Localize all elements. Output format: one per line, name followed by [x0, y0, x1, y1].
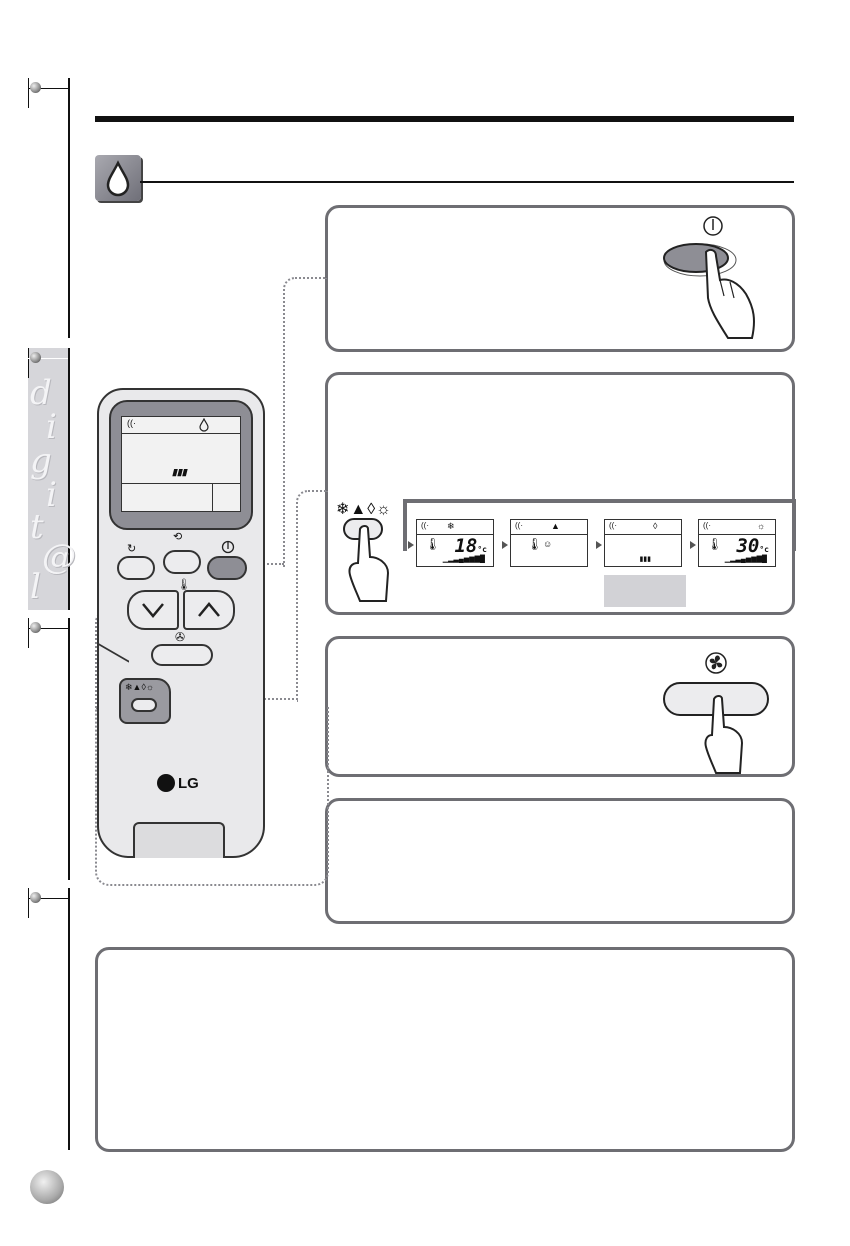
lg-logo-icon [157, 774, 175, 792]
fan-level-bars: ▁▂▃▄▅▆▇█ [442, 556, 485, 563]
mode-button-housing: ❄▲◊☼ [119, 678, 171, 724]
side-strip-3 [28, 618, 70, 880]
thermometer-icon: 🌡 [425, 537, 441, 551]
side-deco-letter: i [46, 407, 57, 447]
chevron-up-icon [198, 602, 220, 617]
airflow-button[interactable] [163, 550, 201, 574]
drop-mode-badge [95, 155, 141, 201]
dry-mode-highlight [604, 575, 686, 607]
signal-icon: ((· [515, 521, 523, 530]
lcd-temperature: 18°c [454, 535, 487, 557]
lcd-screen-heat: ((· ☼ 🌡 30°c ▁▂▃▄▅▆▇█ [698, 519, 776, 567]
side-deco-letter: @ [42, 537, 76, 577]
side-strip-4 [28, 888, 70, 1150]
sun-icon: ☼ [757, 521, 766, 531]
lcd-screen-cool: ((· ❄ 🌡 18°c ▁▂▃▄▅▆▇█ [416, 519, 494, 567]
lcd-screen-dry: ((· ◊ ▮▮▮ [604, 519, 682, 567]
step-panel-4 [325, 798, 795, 924]
registration-mark-icon [30, 82, 41, 93]
drop-icon: ◊ [653, 521, 658, 531]
page-number-badge [30, 1170, 64, 1204]
snowflake-icon: ❄ [447, 521, 455, 531]
side-deco-letter: g [30, 441, 52, 481]
lcd-temperature: 30°c [736, 535, 769, 557]
side-strip-1 [28, 78, 70, 338]
remote-control: ((· ▮▮▮ ↻ ⟲ 🌡 ✇ ❄▲◊☼ LG [97, 388, 265, 858]
connector-mode [296, 490, 328, 702]
remote-screen-frame: ((· ▮▮▮ [109, 400, 253, 530]
remote-lcd: ((· ▮▮▮ [121, 416, 241, 512]
swing-button[interactable] [117, 556, 155, 580]
side-deco-letter: t [30, 507, 44, 547]
fan-icon: ✇ [175, 630, 186, 644]
drop-icon [106, 160, 130, 197]
power-button-hand-illustration [663, 216, 755, 339]
header-rule [95, 116, 794, 122]
step-panel-power [325, 205, 795, 352]
connector-fan [95, 707, 329, 886]
signal-icon: ((· [609, 521, 617, 530]
side-strip-2: d i g i t @ l [28, 348, 76, 610]
battery-cover [133, 822, 225, 858]
mode-symbols-label: ❄▲◊☼ [336, 501, 392, 518]
swing-icon: ↻ [127, 543, 137, 555]
fan-icon [705, 652, 727, 674]
note-panel [95, 947, 795, 1152]
lcd-screen-auto: ((· ▲ 🌡 ☺ [510, 519, 588, 567]
step-panel-mode: ❄▲◊☼ ((· ❄ 🌡 18°c ▁▂▃▄▅▆▇█ ((· ▲ 🌡 ☺ ((·… [325, 372, 796, 615]
power-button[interactable] [207, 556, 247, 580]
registration-mark-icon [30, 892, 41, 903]
fan-button-hand-illustration [663, 652, 769, 774]
signal-icon: ((· [421, 521, 429, 530]
mode-cycle-bracket [403, 499, 796, 551]
side-deco-letter: l [30, 567, 41, 607]
temp-up-button[interactable] [183, 590, 235, 630]
mode-button-hand-illustration [343, 518, 390, 602]
auto-mode-icon: ▲ [551, 521, 560, 531]
smiley-icon: ☺ [543, 539, 553, 549]
lg-logo-text: LG [178, 774, 199, 792]
fan-speed-button[interactable] [151, 644, 213, 666]
step-panel-fan [325, 636, 795, 777]
connector-power [283, 277, 327, 567]
signal-icon: ((· [703, 521, 711, 530]
mode-button[interactable] [131, 698, 157, 712]
airflow-icon: ⟲ [173, 531, 183, 543]
chevron-down-icon [142, 603, 164, 618]
registration-mark-icon [30, 622, 41, 633]
fan-level-bars: ▮▮▮ [172, 467, 187, 477]
thermometer-icon: 🌡 [177, 579, 191, 591]
thermometer-icon: 🌡 [527, 537, 543, 551]
side-deco-letter: d [30, 373, 52, 413]
registration-mark-icon [30, 352, 41, 363]
drop-icon [199, 418, 209, 432]
fan-level-bars: ▁▂▃▄▅▆▇█ [724, 556, 767, 563]
lg-logo: LG [157, 774, 199, 792]
thermometer-icon: 🌡 [707, 537, 723, 551]
power-icon [221, 540, 235, 554]
signal-icon: ((· [127, 418, 136, 428]
section-rule [140, 181, 794, 183]
mode-icons: ❄▲◊☼ [125, 682, 155, 692]
side-deco-letter: i [46, 475, 57, 515]
fan-level-bars: ▮▮▮ [639, 556, 651, 563]
temp-down-button[interactable] [127, 590, 179, 630]
